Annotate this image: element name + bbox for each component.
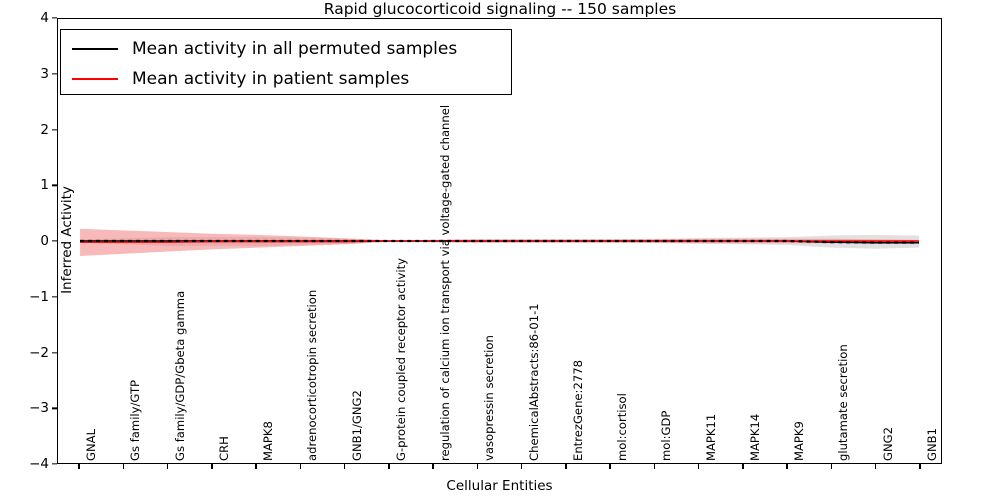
- y-tick-label: −4: [29, 456, 49, 472]
- x-tick-mark: [874, 464, 877, 469]
- x-tick-mark: [122, 464, 125, 469]
- patient-confidence-band: [80, 228, 919, 256]
- y-tick-mark: [52, 351, 57, 354]
- x-tick-mark: [742, 464, 744, 469]
- y-tick-mark: [52, 73, 57, 75]
- x-tick-mark: [166, 464, 169, 469]
- y-tick-label: −3: [29, 400, 49, 417]
- y-tick-label: −2: [29, 344, 49, 361]
- legend-entry: Mean activity in patient samples: [61, 64, 409, 94]
- x-tick-mark: [388, 464, 390, 469]
- y-tick-label: 1: [40, 177, 49, 194]
- y-axis-tick-layer: 4 3 2 1 0 −1 −2 −3 −4: [0, 10, 57, 472]
- x-tick-mark: [520, 464, 523, 469]
- y-tick-label: 0: [40, 233, 49, 249]
- y-tick-label: 3: [40, 65, 49, 82]
- y-tick-mark: [52, 240, 57, 242]
- legend-label: Mean activity in patient samples: [132, 69, 410, 89]
- y-tick-label: 2: [40, 121, 49, 138]
- x-tick-mark: [476, 464, 479, 469]
- x-tick-mark: [211, 464, 213, 469]
- patient-mean-line: [80, 240, 919, 243]
- x-tick-mark: [697, 464, 700, 469]
- plot-surface: [80, 228, 919, 256]
- y-tick-mark: [52, 463, 57, 465]
- legend-label: Mean activity in all permuted samples: [132, 39, 458, 59]
- legend-color-swatch: [72, 78, 118, 80]
- x-tick-mark: [653, 464, 656, 469]
- x-tick-mark: [919, 464, 921, 469]
- x-tick-mark: [78, 464, 80, 469]
- x-axis-label: Cellular Entities: [446, 478, 553, 494]
- x-tick-mark: [786, 464, 788, 469]
- x-tick-mark: [609, 464, 611, 469]
- x-tick-mark: [565, 464, 567, 469]
- y-tick-mark: [52, 184, 57, 186]
- y-tick-mark: [52, 296, 57, 298]
- y-tick-mark: [52, 407, 57, 409]
- legend-entry: Mean activity in all permuted samples: [61, 34, 457, 64]
- x-tick-mark: [432, 464, 434, 469]
- legend-color-swatch: [72, 48, 118, 50]
- chart-title: Rapid glucocorticoid signaling -- 150 sa…: [323, 0, 677, 18]
- x-tick-mark: [255, 464, 257, 469]
- y-tick-label: −1: [29, 288, 49, 305]
- x-tick-mark: [343, 464, 346, 469]
- x-tick-mark: [830, 464, 833, 469]
- y-tick-label: 4: [40, 10, 49, 26]
- y-tick-mark: [52, 128, 57, 131]
- x-tick-mark: [299, 464, 302, 469]
- y-tick-mark: [52, 17, 57, 19]
